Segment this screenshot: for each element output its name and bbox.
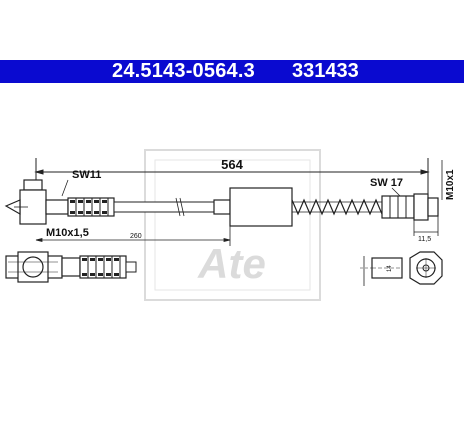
partial-dimension: [35, 226, 231, 246]
article-code: 331433: [292, 60, 359, 82]
right-end-detail-view: [360, 251, 443, 286]
small-dimension-label: 14: [387, 265, 393, 272]
spring-guard: [291, 198, 383, 216]
center-bracket-sleeve: [229, 187, 293, 227]
end-offset-dimension: [413, 216, 439, 236]
end-offset-label: 11,5: [418, 236, 431, 243]
banjo-bolt-head: [23, 179, 43, 191]
right-hex-fitting: [413, 193, 429, 221]
left-thread-label: M10x1,5: [46, 227, 89, 239]
right-thread-end: [427, 197, 439, 217]
overall-length-label: 564: [221, 157, 243, 172]
brake-hose-top-view: [4, 179, 439, 227]
part-number: 24.5143-0564.3: [112, 60, 255, 82]
brake-hose-side-view: [5, 251, 137, 283]
left-wrench-size-label: SW11: [72, 169, 101, 181]
right-wrench-size-label: SW 17: [370, 177, 403, 189]
ate-watermark-logo: Ate: [144, 149, 321, 301]
title-bar: 24.5143-0564.3 331433: [0, 60, 464, 83]
watermark-text: Ate: [197, 240, 266, 287]
hose-section: [113, 201, 215, 213]
right-thread-label: M10x1: [445, 169, 456, 200]
partial-length-label: 260: [130, 233, 142, 240]
